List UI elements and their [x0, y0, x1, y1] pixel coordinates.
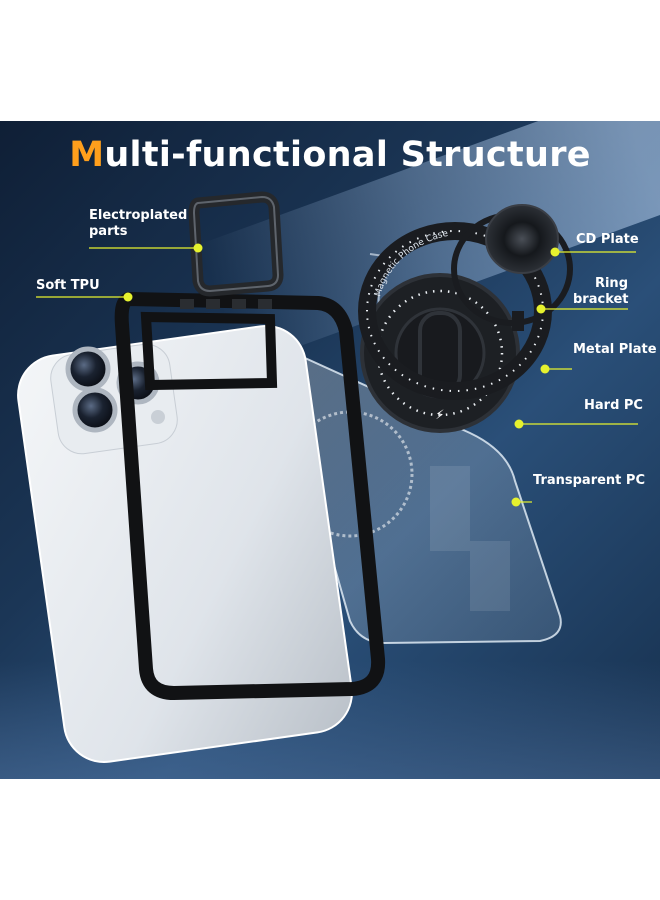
title-rest: ulti-functional Structure	[104, 135, 591, 175]
label-cd-plate: CD Plate	[576, 232, 639, 247]
bolt-icon: ⚡	[435, 408, 444, 423]
label-transparent-pc: Transparent PC	[533, 473, 645, 488]
title-accent-letter: M	[69, 135, 105, 175]
callout-dots	[123, 243, 560, 507]
label-electroplated-line1: Electroplated	[89, 208, 188, 223]
page-title: Multi-functional Structure	[0, 135, 660, 175]
product-panel: Multi-functional Structure	[0, 121, 660, 779]
callouts	[36, 247, 638, 503]
label-electroplated-line2: parts	[89, 224, 128, 239]
label-electroplated: Electroplated parts	[89, 208, 187, 240]
label-soft-tpu: Soft TPU	[36, 278, 100, 293]
electroplated-camera-ring	[188, 191, 284, 297]
label-metal-plate: Metal Plate	[573, 342, 657, 357]
cd-plate	[451, 204, 573, 331]
soft-tpu-bumper	[114, 292, 386, 700]
label-ring-line1: Ring	[594, 276, 628, 291]
label-ring-bracket: Ring bracket	[573, 276, 629, 308]
label-hard-pc: Hard PC	[584, 398, 643, 413]
label-ring-line2: bracket	[573, 292, 629, 307]
case-exploded-view: ⚡ Magnetic Phone Case	[17, 191, 638, 764]
